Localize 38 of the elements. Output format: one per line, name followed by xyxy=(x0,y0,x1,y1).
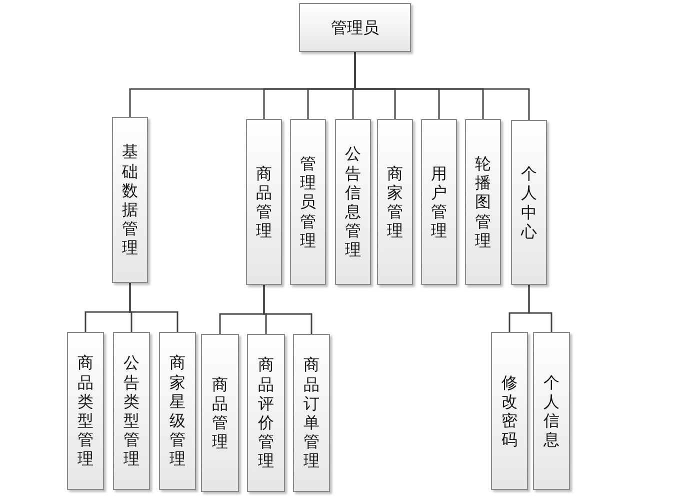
module-label: 商品管理 xyxy=(256,164,272,240)
module-label: 管理员 xyxy=(331,18,379,38)
module-label: 商家星级管理 xyxy=(170,353,186,469)
module-label: 轮播图管理 xyxy=(475,154,491,250)
module-box xyxy=(113,332,150,490)
module-box xyxy=(290,119,326,285)
module-box xyxy=(377,119,413,285)
module-label: 商家管理 xyxy=(387,164,403,240)
module-box xyxy=(246,119,282,285)
module-label: 商品评价管理 xyxy=(258,355,274,471)
module-label: 公告类型管理 xyxy=(124,353,140,469)
module-box xyxy=(112,117,148,283)
module-label: 用户管理 xyxy=(431,164,447,240)
module-label: 商品订单管理 xyxy=(304,355,320,471)
module-label: 个人中心 xyxy=(521,164,537,241)
module-box xyxy=(293,334,330,492)
module-box xyxy=(67,332,104,490)
module-box xyxy=(511,120,547,285)
connector-line xyxy=(528,285,552,332)
module-label: 基础数据管理 xyxy=(122,142,138,258)
module-label: 修改密码 xyxy=(502,372,518,450)
module-box xyxy=(247,334,285,492)
connector-line xyxy=(263,285,312,334)
module-label: 商品类型管理 xyxy=(78,353,94,469)
module-box xyxy=(491,332,528,490)
module-label: 管理员管理 xyxy=(300,154,316,250)
module-label: 商品管理 xyxy=(212,374,228,452)
module-label: 个人信息 xyxy=(544,372,560,450)
module-box xyxy=(335,119,371,285)
module-box xyxy=(299,3,411,52)
connector-line xyxy=(129,283,178,332)
module-box xyxy=(465,119,501,285)
module-box xyxy=(201,334,239,492)
connector-line xyxy=(354,52,530,120)
module-box xyxy=(421,119,457,285)
module-label: 公告信息管理 xyxy=(345,144,361,260)
module-box xyxy=(533,332,570,490)
module-box xyxy=(159,332,196,490)
